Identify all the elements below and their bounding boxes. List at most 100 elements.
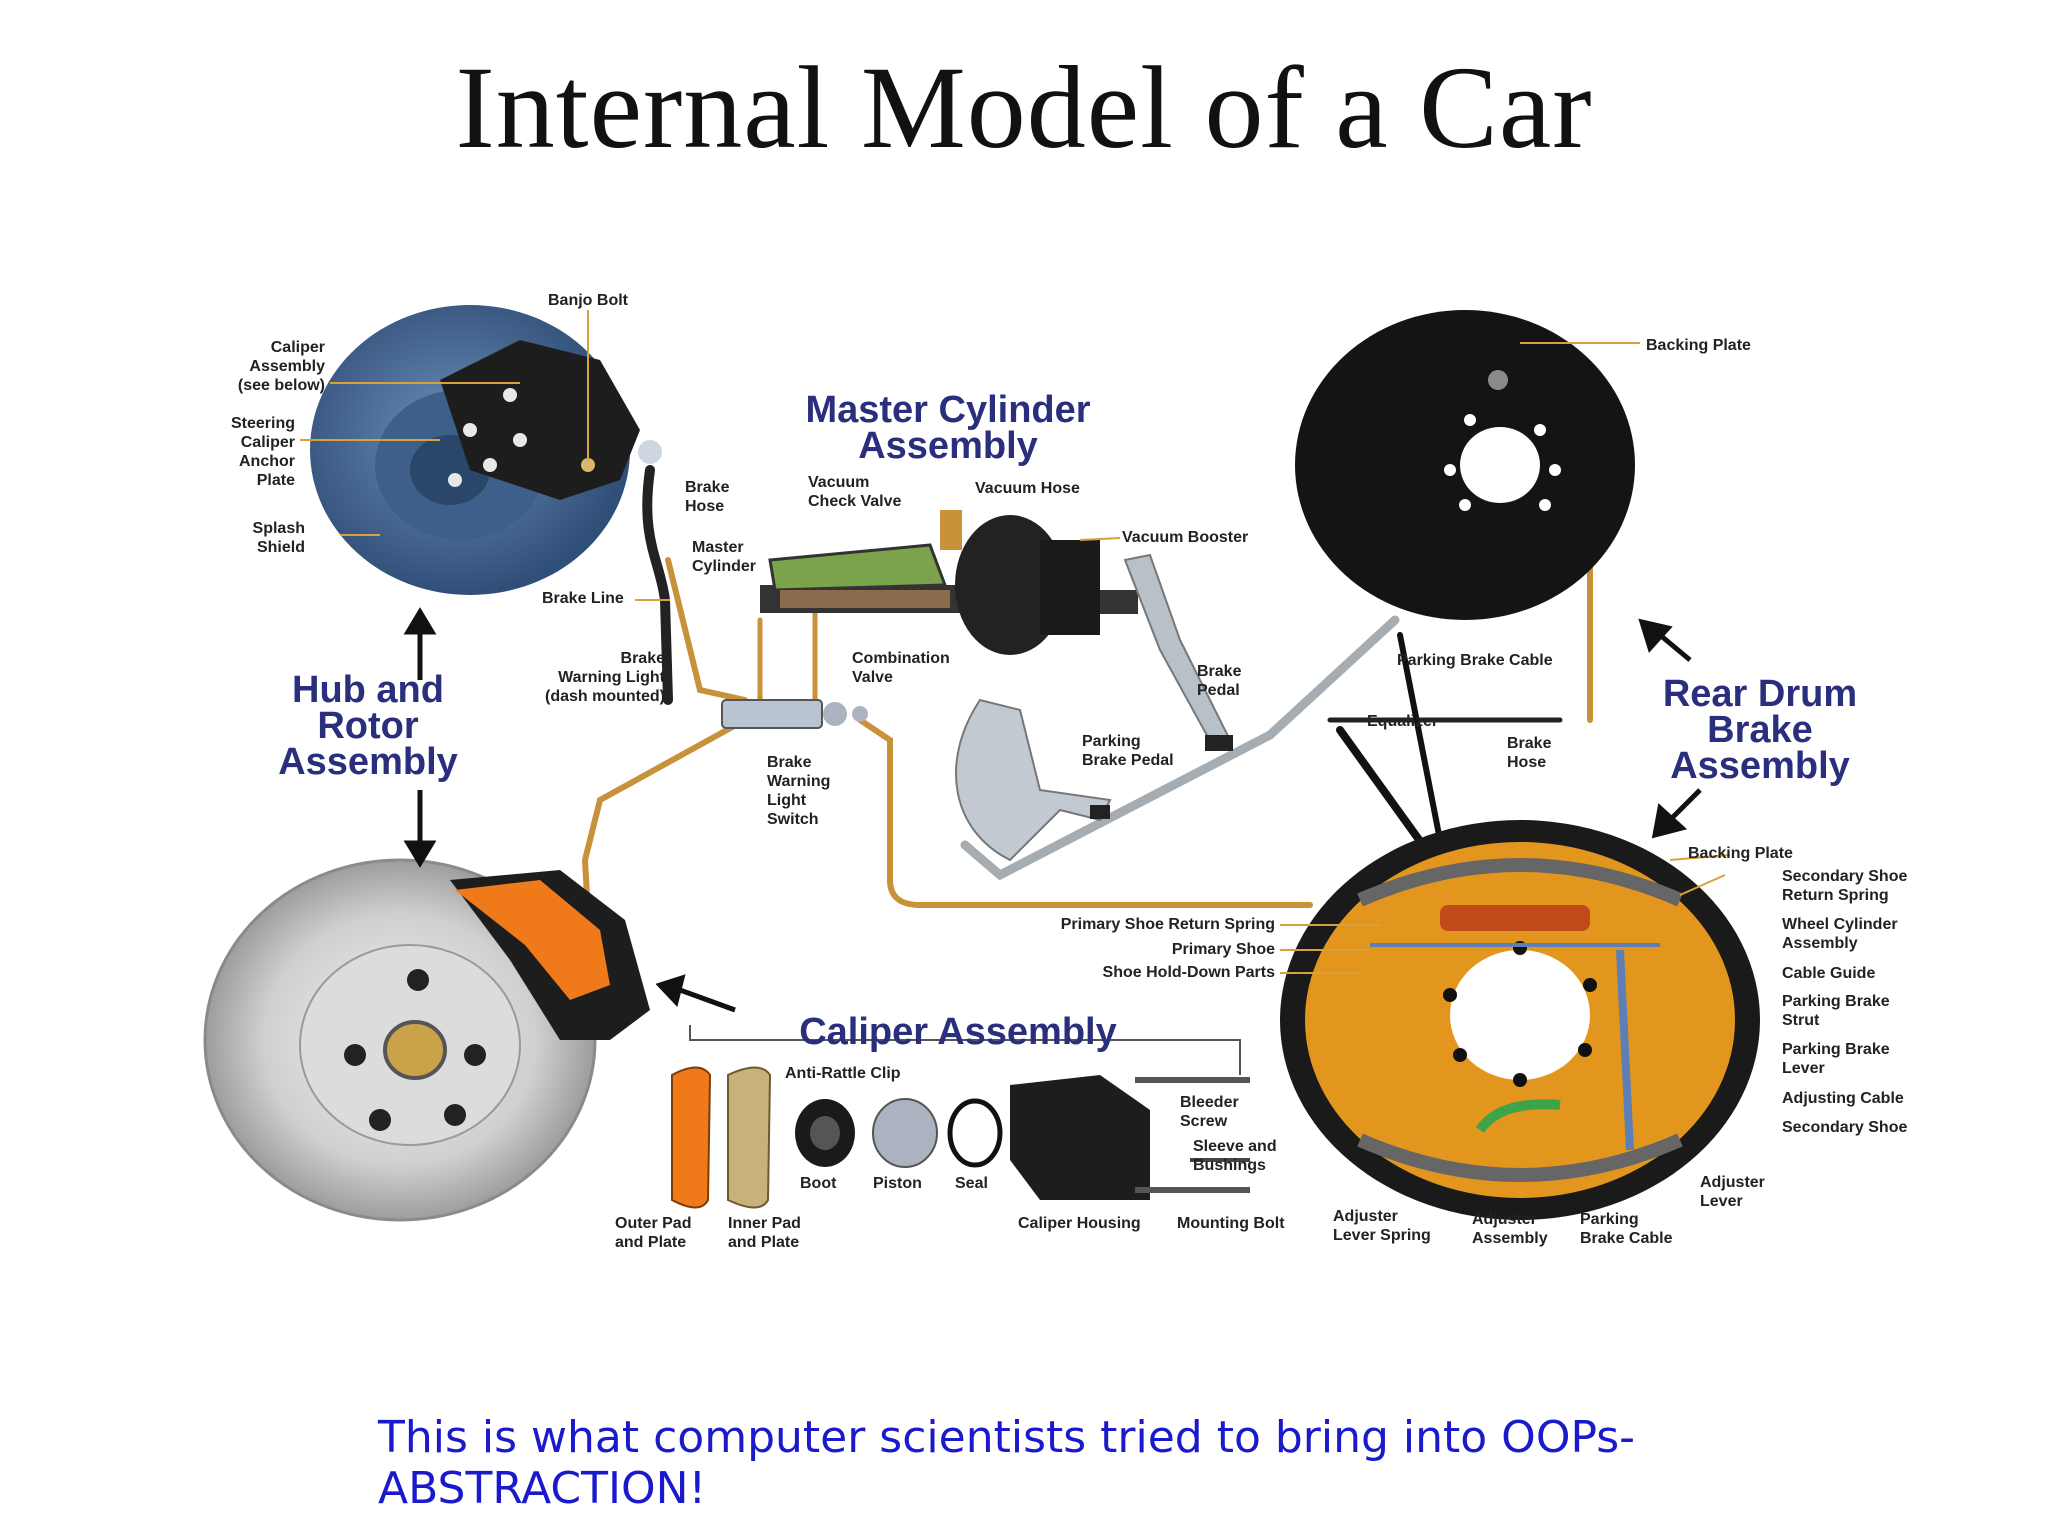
label-sleeve-1: Sleeve and [1193, 1138, 1277, 1155]
label-brake-pedal-2: Pedal [1197, 682, 1240, 699]
label-wheel-cyl-2: Assembly [1782, 935, 1858, 952]
label-adjuster-lever-1: Adjuster [1700, 1174, 1765, 1191]
label-splash-1: Splash [253, 520, 305, 537]
label-backing-plate: Backing Plate [1688, 845, 1793, 862]
rear-heading-2: Brake [1707, 709, 1813, 751]
label-bleeder-2: Screw [1180, 1113, 1228, 1130]
label-parking-pedal-1: Parking [1082, 733, 1141, 750]
label-caliper-housing: Caliper Housing [1018, 1215, 1141, 1232]
label-brake-hose-2: Hose [685, 498, 724, 515]
label-hold-down: Shoe Hold-Down Parts [1103, 964, 1276, 981]
front-caliper [450, 870, 650, 1040]
label-park-cable-2: Brake Cable [1580, 1230, 1673, 1247]
label-mounting-bolt: Mounting Bolt [1177, 1215, 1285, 1232]
label-inner-pad-2: and Plate [728, 1234, 799, 1251]
label-adj-spring-2: Lever Spring [1333, 1227, 1431, 1244]
label-adj-assembly-1: Adjuster [1472, 1211, 1537, 1228]
parking-brake-pedal [955, 698, 1112, 862]
label-outer-pad-1: Outer Pad [615, 1215, 691, 1232]
slide-title: Internal Model of a Car [455, 42, 1593, 173]
rear-down-arrowhead-icon [1651, 803, 1688, 839]
caliper-pointer-arrow-icon [679, 987, 736, 1013]
label-piston: Piston [873, 1175, 922, 1192]
label-parking-pedal-2: Brake Pedal [1082, 752, 1174, 769]
label-brake-line: Brake Line [542, 590, 624, 607]
direction-arrows [403, 607, 1702, 1013]
label-warning-light-3: (dash mounted) [545, 688, 665, 705]
master-cylinder [760, 543, 965, 613]
label-warning-switch-1: Brake [767, 754, 812, 771]
label-bleeder-1: Bleeder [1180, 1094, 1239, 1111]
master-cylinder-heading-2: Assembly [858, 425, 1038, 467]
label-steering-4: Plate [257, 472, 295, 489]
label-banjo-bolt: Banjo Bolt [548, 292, 629, 309]
label-brake-hose-1: Brake [685, 479, 730, 496]
label-sleeve-2: Bushings [1193, 1157, 1266, 1174]
label-secondary-return-1: Secondary Shoe [1782, 868, 1907, 885]
label-steering-3: Anchor [239, 453, 295, 470]
hub-heading-2: Rotor [317, 705, 419, 747]
label-anti-rattle: Anti-Rattle Clip [785, 1065, 901, 1082]
label-combination-1: Combination [852, 650, 950, 667]
rear-heading-3: Assembly [1670, 745, 1850, 787]
brake-rotor [203, 858, 597, 1222]
hub-heading-3: Assembly [278, 741, 458, 783]
label-park-cable-1: Parking [1580, 1211, 1639, 1228]
caliper-parts [671, 1025, 1250, 1209]
label-primary-return: Primary Shoe Return Spring [1061, 916, 1275, 933]
label-adjuster-lever-2: Lever [1700, 1193, 1743, 1210]
label-warning-switch-3: Light [767, 792, 807, 809]
master-cylinder-heading-1: Master Cylinder [805, 389, 1090, 431]
abstraction-caption: This is what computer scientists tried t… [378, 1412, 1636, 1514]
label-caliper-assembly-1: Caliper [271, 339, 325, 356]
label-boot: Boot [800, 1175, 837, 1192]
rear-heading-1: Rear Drum [1663, 673, 1857, 715]
parking-cable-diag [1336, 726, 1434, 859]
label-warning-switch-4: Switch [767, 811, 819, 828]
rear-down-arrow-icon [1668, 788, 1702, 822]
label-adj-assembly-2: Assembly [1472, 1230, 1548, 1247]
label-lever-1: Parking Brake [1782, 1041, 1890, 1058]
part-labels: Banjo Bolt Caliper Assembly (see below) … [231, 292, 1907, 1251]
brake-line-from-master [757, 597, 818, 703]
hub-down-arrowhead-icon [403, 840, 437, 868]
vacuum-booster [940, 510, 1138, 655]
label-vacuum-hose: Vacuum Hose [975, 480, 1080, 497]
rear-up-arrow-icon [1658, 633, 1692, 662]
label-rear-hose-2: Hose [1507, 754, 1546, 771]
label-primary-shoe: Primary Shoe [1172, 941, 1275, 958]
label-vacuum-booster: Vacuum Booster [1122, 529, 1248, 546]
rear-drum-assembly [1280, 820, 1760, 1220]
label-steering-2: Caliper [241, 434, 295, 451]
label-splash-2: Shield [257, 539, 305, 556]
label-master-cyl-2: Cylinder [692, 558, 756, 575]
label-rear-hose-1: Brake [1507, 735, 1552, 752]
caliper-pointer-arrowhead-icon [655, 974, 686, 1008]
caliper-heading: Caliper Assembly [799, 1011, 1117, 1053]
combination-valve [721, 699, 868, 729]
parking-cable-diag2 [1397, 632, 1443, 843]
label-warning-switch-2: Warning [767, 773, 830, 790]
hub-up-arrowhead-icon [403, 607, 437, 635]
label-combination-2: Valve [852, 669, 893, 686]
label-cable-guide: Cable Guide [1782, 965, 1875, 982]
parking-cable [960, 615, 1400, 881]
label-wheel-cyl-1: Wheel Cylinder [1782, 916, 1898, 933]
label-caliper-assembly-2: Assembly [249, 358, 325, 375]
label-master-cyl-1: Master [692, 539, 744, 556]
label-vacuum-check-1: Vacuum [808, 474, 869, 491]
label-caliper-assembly-3: (see below) [238, 377, 325, 394]
rear-up-arrowhead-icon [1638, 618, 1673, 653]
label-vacuum-check-2: Check Valve [808, 493, 902, 510]
label-strut-1: Parking Brake [1782, 993, 1890, 1010]
label-equalizer: Equalizer [1367, 713, 1438, 730]
label-steering-1: Steering [231, 415, 295, 432]
label-outer-pad-2: and Plate [615, 1234, 686, 1251]
front-brake-hose [642, 465, 673, 705]
brake-line-front [665, 557, 748, 703]
label-strut-2: Strut [1782, 1012, 1820, 1029]
caliper-anchor-plate [440, 340, 662, 500]
section-headings: Master Cylinder Assembly Hub and Rotor A… [278, 389, 1857, 1053]
label-adjusting-cable: Adjusting Cable [1782, 1090, 1904, 1107]
